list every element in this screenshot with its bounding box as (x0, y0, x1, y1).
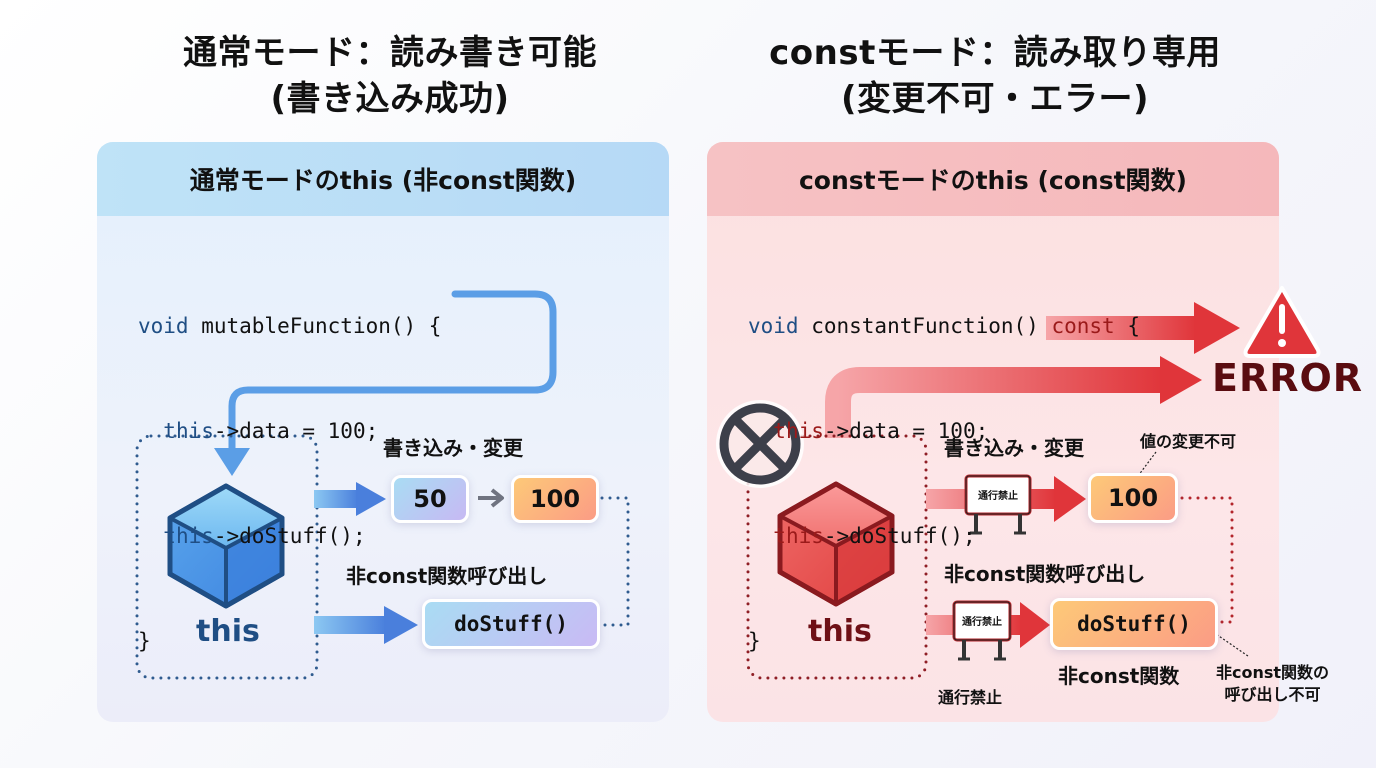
code-text: mutableFunction() { (188, 314, 442, 338)
normal-mode-title-line2: (書き込み成功) (270, 79, 510, 119)
write-change-label: 書き込み・変更 (383, 436, 523, 460)
const-mode-panel-header: constモードのthis (const関数) (707, 142, 1279, 216)
normal-mode-panel-header: 通常モードのthis (非const関数) (97, 142, 669, 216)
normal-mode-title: 通常モード：読み書き可能 (書き込み成功) (110, 30, 670, 122)
code-line-2: this->data = 100; (138, 414, 441, 449)
value-box-const: 100 (1088, 473, 1178, 523)
code-text: ->doStuff(); (823, 524, 976, 548)
no-entry-caption: 通行禁止 (938, 688, 1003, 707)
dostuff-function-box: doStuff() (422, 599, 600, 649)
write-change-label-const: 書き込み・変更 (944, 436, 1084, 460)
code-text: ->data = 100; (823, 419, 989, 443)
new-value-box: 100 (511, 475, 599, 523)
const-mode-title-line2: (変更不可・エラー) (840, 79, 1150, 119)
code-this: this (773, 524, 824, 548)
value-change-forbidden-note: 値の変更不可 (1140, 432, 1237, 451)
code-line-1: void constantFunction() const { (748, 309, 1140, 344)
code-this: this (163, 524, 214, 548)
code-line-3: this->doStuff(); (748, 519, 1140, 554)
const-mode-title: constモード：読み取り専用 (変更不可・エラー) (700, 30, 1290, 122)
nonconst-call-label-const: 非const関数呼び出し (944, 562, 1146, 586)
error-label: ERROR (1212, 356, 1364, 400)
code-this: this (773, 419, 824, 443)
code-text: { (1114, 314, 1140, 338)
dostuff-function-box-const: doStuff() (1050, 598, 1218, 650)
this-object-label: this (196, 614, 260, 649)
code-line-4: } (138, 629, 151, 653)
code-this: this (163, 419, 214, 443)
code-text: ->doStuff(); (213, 524, 366, 548)
const-mode-title-line1: constモード：読み取り専用 (769, 33, 1221, 73)
code-keyword: void (748, 314, 799, 338)
code-keyword: void (138, 314, 189, 338)
call-forbidden-note: 非const関数の 呼び出し不可 (1216, 662, 1329, 706)
code-const-keyword: const (1051, 314, 1115, 338)
code-line-2: this->data = 100; (748, 414, 1140, 449)
nonconst-call-label: 非const関数呼び出し (346, 564, 548, 588)
code-line-4: } (748, 629, 761, 653)
code-line-1: void mutableFunction() { (138, 309, 441, 344)
code-text: ->data = 100; (213, 419, 379, 443)
nonconst-function-caption: 非const関数 (1058, 664, 1180, 688)
code-line-3: this->doStuff(); (138, 519, 441, 554)
normal-mode-title-line1: 通常モード：読み書き可能 (183, 33, 597, 73)
code-text: constantFunction() (798, 314, 1052, 338)
mutable-function-code: void mutableFunction() { this->data = 10… (138, 239, 441, 694)
call-forbidden-note-line1: 非const関数の (1216, 663, 1330, 682)
this-object-label-const: this (808, 614, 872, 649)
constant-function-code: void constantFunction() const { this->da… (748, 239, 1140, 694)
call-forbidden-note-line2: 呼び出し不可 (1224, 685, 1321, 704)
old-value-box: 50 (391, 475, 469, 523)
